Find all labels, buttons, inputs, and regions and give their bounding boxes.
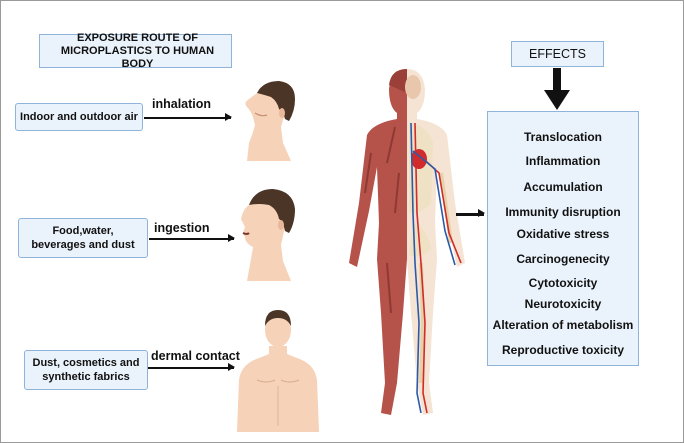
route-label-inhalation: inhalation <box>152 97 212 111</box>
exposure-route-title: EXPOSURE ROUTE OF MICROPLASTICS TO HUMAN… <box>39 31 232 70</box>
arrow-dermal <box>148 364 235 370</box>
arrow-down-effects <box>544 68 570 110</box>
arrow-ingestion <box>149 235 235 241</box>
effect-item: Cytotoxicity <box>528 276 598 290</box>
torso-dermal-illustration <box>237 310 319 432</box>
human-anatomy-illustration <box>349 69 465 415</box>
effects-title-box: EFFECTS <box>511 41 604 67</box>
arrow-body-to-effects <box>456 209 485 217</box>
effect-item: Immunity disruption <box>505 205 621 219</box>
source-box-food: Food,water, beverages and dust <box>18 218 148 258</box>
effects-list: Translocation Inflammation Accumulation … <box>487 111 639 366</box>
source-label-air: Indoor and outdoor air <box>20 111 138 123</box>
head-inhalation-illustration <box>245 81 295 161</box>
source-label-food: Food,water, beverages and dust <box>31 225 135 251</box>
effect-item: Carcinogenecity <box>516 252 610 266</box>
effect-item: Inflammation <box>525 154 601 168</box>
effect-item: Translocation <box>523 130 603 144</box>
route-label-dermal: dermal contact <box>151 349 240 363</box>
effect-item: Neurotoxicity <box>524 297 602 311</box>
title-text: EXPOSURE ROUTE OF MICROPLASTICS TO HUMAN… <box>60 31 215 70</box>
effect-item: Reproductive toxicity <box>501 343 625 357</box>
source-box-air: Indoor and outdoor air <box>15 103 143 131</box>
effects-title: EFFECTS <box>529 47 586 61</box>
effect-item: Accumulation <box>523 180 603 194</box>
route-label-ingestion: ingestion <box>154 221 210 235</box>
effect-item: Alteration of metabolism <box>492 318 634 332</box>
effect-item: Oxidative stress <box>516 227 610 241</box>
arrow-inhalation <box>144 114 232 120</box>
head-ingestion-illustration <box>241 189 295 281</box>
source-label-dermal: Dust, cosmetics and synthetic fabrics <box>32 357 140 383</box>
source-box-dermal: Dust, cosmetics and synthetic fabrics <box>24 350 148 390</box>
